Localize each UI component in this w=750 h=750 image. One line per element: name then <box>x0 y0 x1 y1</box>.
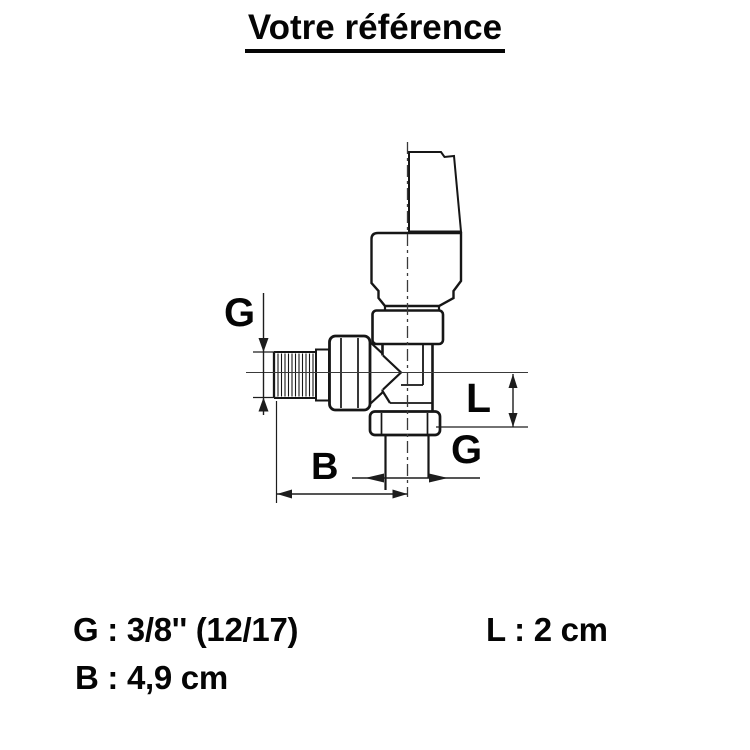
dimension-label-l: L <box>466 375 492 421</box>
spec-g-value: G : 3/8'' (12/17) <box>73 611 299 648</box>
spec-b-value: B : 4,9 cm <box>75 659 228 696</box>
dimension-label-g-left: G <box>224 291 256 335</box>
spec-l-value: L : 2 cm <box>486 611 608 648</box>
dimension-label-g-bottom: G <box>451 428 483 472</box>
dimension-label-b: B <box>311 446 339 488</box>
page-title: Votre référence <box>244 9 506 53</box>
title-area: Votre référence <box>0 9 750 53</box>
